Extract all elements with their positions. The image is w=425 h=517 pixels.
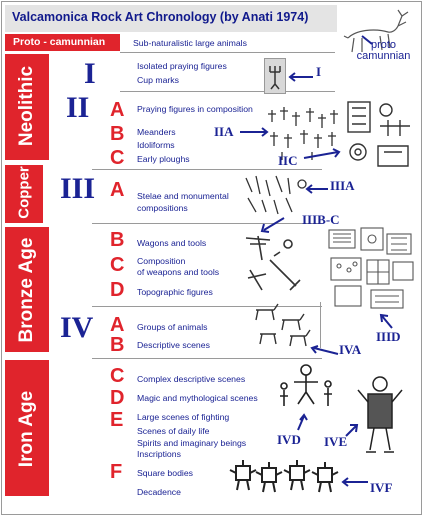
callout-IVE: IVE <box>324 434 348 449</box>
arrow-I <box>288 72 313 82</box>
item-IIB-1: Meanders <box>137 127 176 137</box>
arrow-IIIA <box>305 184 328 194</box>
arrow-IIA <box>240 127 269 137</box>
sub-III-A: A <box>110 179 125 201</box>
page-title: Valcamonica Rock Art Chronology (by Anat… <box>12 10 309 24</box>
iva-separator <box>320 302 321 348</box>
sub-IV-C: C <box>110 365 125 387</box>
divider-II <box>92 169 322 170</box>
callout-IVD: IVD <box>277 432 301 447</box>
item-I-2: Cup marks <box>137 75 179 85</box>
iia-rock-drawing <box>268 107 338 160</box>
item-IVE-4: Inscriptions <box>137 449 181 459</box>
ivf-square-bodies-drawing <box>229 460 339 493</box>
item-IIID: Topographic figures <box>137 287 213 297</box>
iic-rock-drawing <box>347 101 410 167</box>
item-IVC: Complex descriptive scenes <box>137 374 246 384</box>
era-bar-neolithic: Neolithic <box>5 54 49 160</box>
item-IVB: Descriptive scenes <box>137 340 210 350</box>
item-I-1: Isolated praying figures <box>137 61 227 71</box>
arrow-IIC <box>303 148 341 159</box>
era-label-bronze: Bronze Age <box>16 237 37 343</box>
callout-IIIB-C: IIIB-C <box>302 212 340 227</box>
title-bar <box>5 5 337 32</box>
item-IVF-1: Square bodies <box>137 468 194 478</box>
sub-IV-F: F <box>110 461 123 483</box>
callout-I: I <box>316 64 322 79</box>
proto-camunnian-bar: Proto - camunnian <box>5 34 120 51</box>
item-IVE-3: Spirits and imaginary beings <box>137 438 247 448</box>
proto-item: Sub-naturalistic large animals <box>133 38 247 48</box>
era-bar-copper: Copper <box>5 165 43 223</box>
callout-IVF: IVF <box>370 480 393 495</box>
iiib-c-weapons-drawing <box>245 235 301 291</box>
item-IIA: Praying figures in composition <box>137 104 253 114</box>
arrow-IIIB-C <box>260 217 285 233</box>
ive-spirit-drawing <box>357 376 403 453</box>
divider-IIIA <box>92 223 322 224</box>
era-bar-bronze: Bronze Age <box>5 227 49 352</box>
item-IVE-1: Large scenes of fighting <box>137 412 230 422</box>
item-IIIB: Wagons and tools <box>137 238 207 248</box>
proto-camunnian-callout: proto camunnian <box>356 39 411 62</box>
item-IVD: Magic and mythological scenes <box>137 393 258 403</box>
iiia-stele-drawing <box>245 175 307 215</box>
sub-III-B: B <box>110 229 125 251</box>
iiid-topographic-drawing <box>328 227 414 309</box>
item-IIC: Early ploughs <box>137 154 190 164</box>
sub-II-A: A <box>110 99 125 121</box>
divider-I <box>120 91 335 92</box>
proto-camunnian-label: Proto - camunnian <box>13 36 106 48</box>
callout-IIIA: IIIA <box>330 178 355 193</box>
sub-IV-D: D <box>110 387 125 409</box>
sub-IV-A: A <box>110 314 125 336</box>
era-label-neolithic: Neolithic <box>16 65 37 147</box>
era-label-iron: Iron Age <box>16 390 37 468</box>
divider-IVAB <box>92 358 322 359</box>
callout-IIID: IIID <box>376 329 401 344</box>
sub-II-C: C <box>110 147 125 169</box>
divider-proto <box>120 52 335 53</box>
arrow-IVA <box>310 345 339 355</box>
period-I: I <box>84 57 96 90</box>
item-IIIC-1: Composition <box>137 256 186 266</box>
arrow-IVF <box>341 477 368 487</box>
arrow-IVD <box>297 413 308 431</box>
callout-IIC: IIC <box>278 153 298 168</box>
period-III: III <box>60 172 96 205</box>
sub-IV-B: B <box>110 334 125 356</box>
item-IVE-2: Scenes of daily life <box>137 426 210 436</box>
sub-III-C: C <box>110 254 125 276</box>
proto-arrow <box>361 35 373 45</box>
period-IV: IV <box>60 311 94 344</box>
era-bar-iron: Iron Age <box>5 360 49 496</box>
era-label-copper: Copper <box>15 166 33 219</box>
arrow-IVE <box>345 424 359 437</box>
period-II: II <box>66 91 90 124</box>
ivd-mythological-drawing <box>280 364 332 406</box>
item-IIIC-2: of weapons and tools <box>137 267 220 277</box>
item-IIIA-2: compositions <box>137 203 188 213</box>
praying-figure-image <box>264 58 286 94</box>
sub-IV-E: E <box>110 409 124 431</box>
sub-III-D: D <box>110 279 125 301</box>
callout-IIA: IIA <box>214 124 234 139</box>
item-IIIA-1: Stelae and monumental <box>137 191 229 201</box>
proto-deer-drawing <box>343 9 409 53</box>
item-IIB-2: Idoliforms <box>137 140 175 150</box>
sub-II-B: B <box>110 123 125 145</box>
divider-III <box>92 306 322 307</box>
iva-animals-drawing <box>255 303 311 347</box>
callout-IVA: IVA <box>339 342 362 357</box>
item-IVF-2: Decadence <box>137 487 181 497</box>
arrow-IIID <box>379 313 393 329</box>
item-IVA: Groups of animals <box>137 322 208 332</box>
